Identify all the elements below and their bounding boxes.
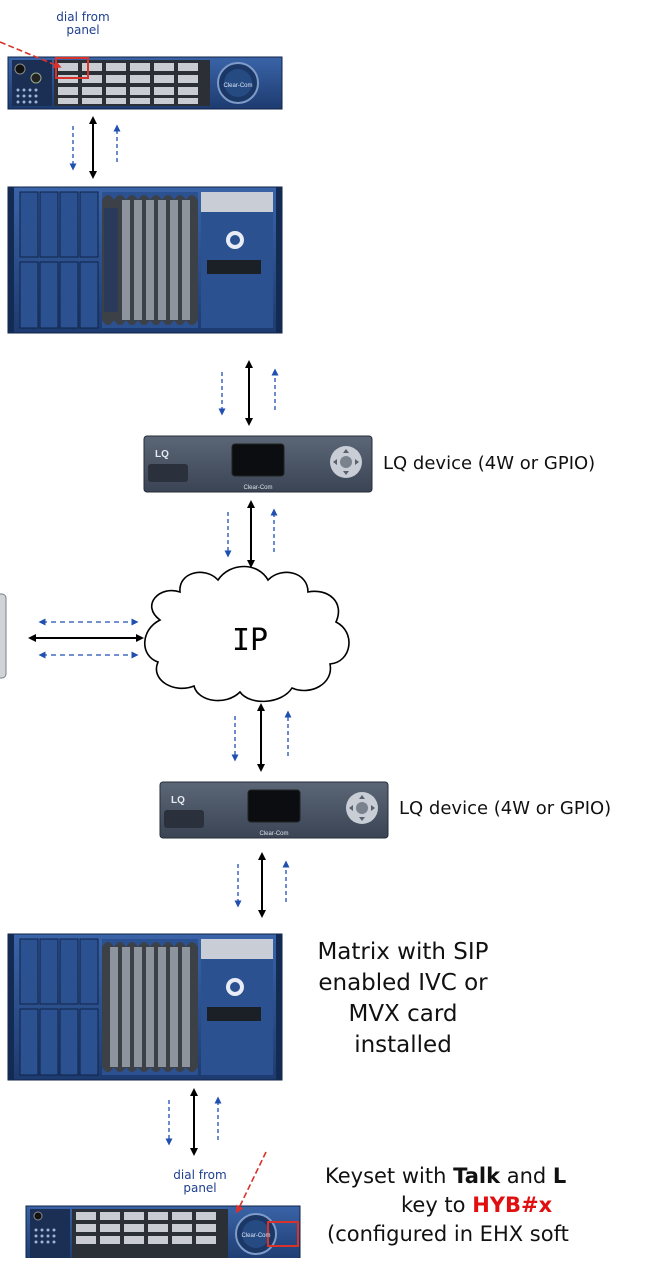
keyset-and-text: and	[500, 1164, 553, 1188]
lq-device-2-label: LQ device (4W or GPIO)	[399, 798, 612, 819]
ip-label: IP	[232, 623, 268, 658]
keyset-line-2: key to HYB#x	[401, 1192, 552, 1219]
lq-device-1	[143, 435, 373, 493]
lq-brand-2: Clear-Com	[259, 831, 288, 837]
dial-from-panel-bottom-label: dial from panel	[173, 1168, 227, 1195]
matrix-frame-top	[7, 186, 283, 334]
dial-from-panel-top-label: dial from panel	[56, 10, 110, 37]
keyset-line-3: (configured in EHX soft	[327, 1222, 569, 1246]
lq-logo-1: LQ	[155, 449, 169, 460]
panel-bottom-brand: Clear-Com	[241, 1233, 270, 1239]
panel-top-brand: Clear-Com	[223, 83, 252, 89]
ip-cloud	[144, 565, 350, 703]
keyset-hyb-text: HYB#x	[472, 1193, 553, 1217]
keyset-key-to-text: key to	[401, 1193, 473, 1217]
keyset-pre-text: Keyset with	[325, 1164, 454, 1188]
lq-logo-2: LQ	[171, 795, 185, 806]
keyset-line-1: Keyset with Talk and L	[325, 1163, 566, 1190]
dial-pointer-top	[0, 41, 62, 69]
matrix-description-label: Matrix with SIP enabled IVC or MVX card …	[317, 939, 489, 1058]
dial-highlight-bottom	[267, 1221, 299, 1247]
matrix-frame-bottom	[7, 933, 283, 1081]
lq-device-1-label: LQ device (4W or GPIO)	[383, 453, 596, 474]
keyset-l-text: L	[552, 1164, 567, 1188]
panel-bottom	[25, 1205, 301, 1262]
lq-brand-1: Clear-Com	[243, 485, 272, 491]
offscreen-device	[0, 593, 7, 679]
panel-top	[7, 56, 283, 110]
keyset-talk-text: Talk	[453, 1164, 501, 1188]
dial-pointer-bottom	[236, 1151, 267, 1214]
lq-device-2	[159, 781, 389, 839]
